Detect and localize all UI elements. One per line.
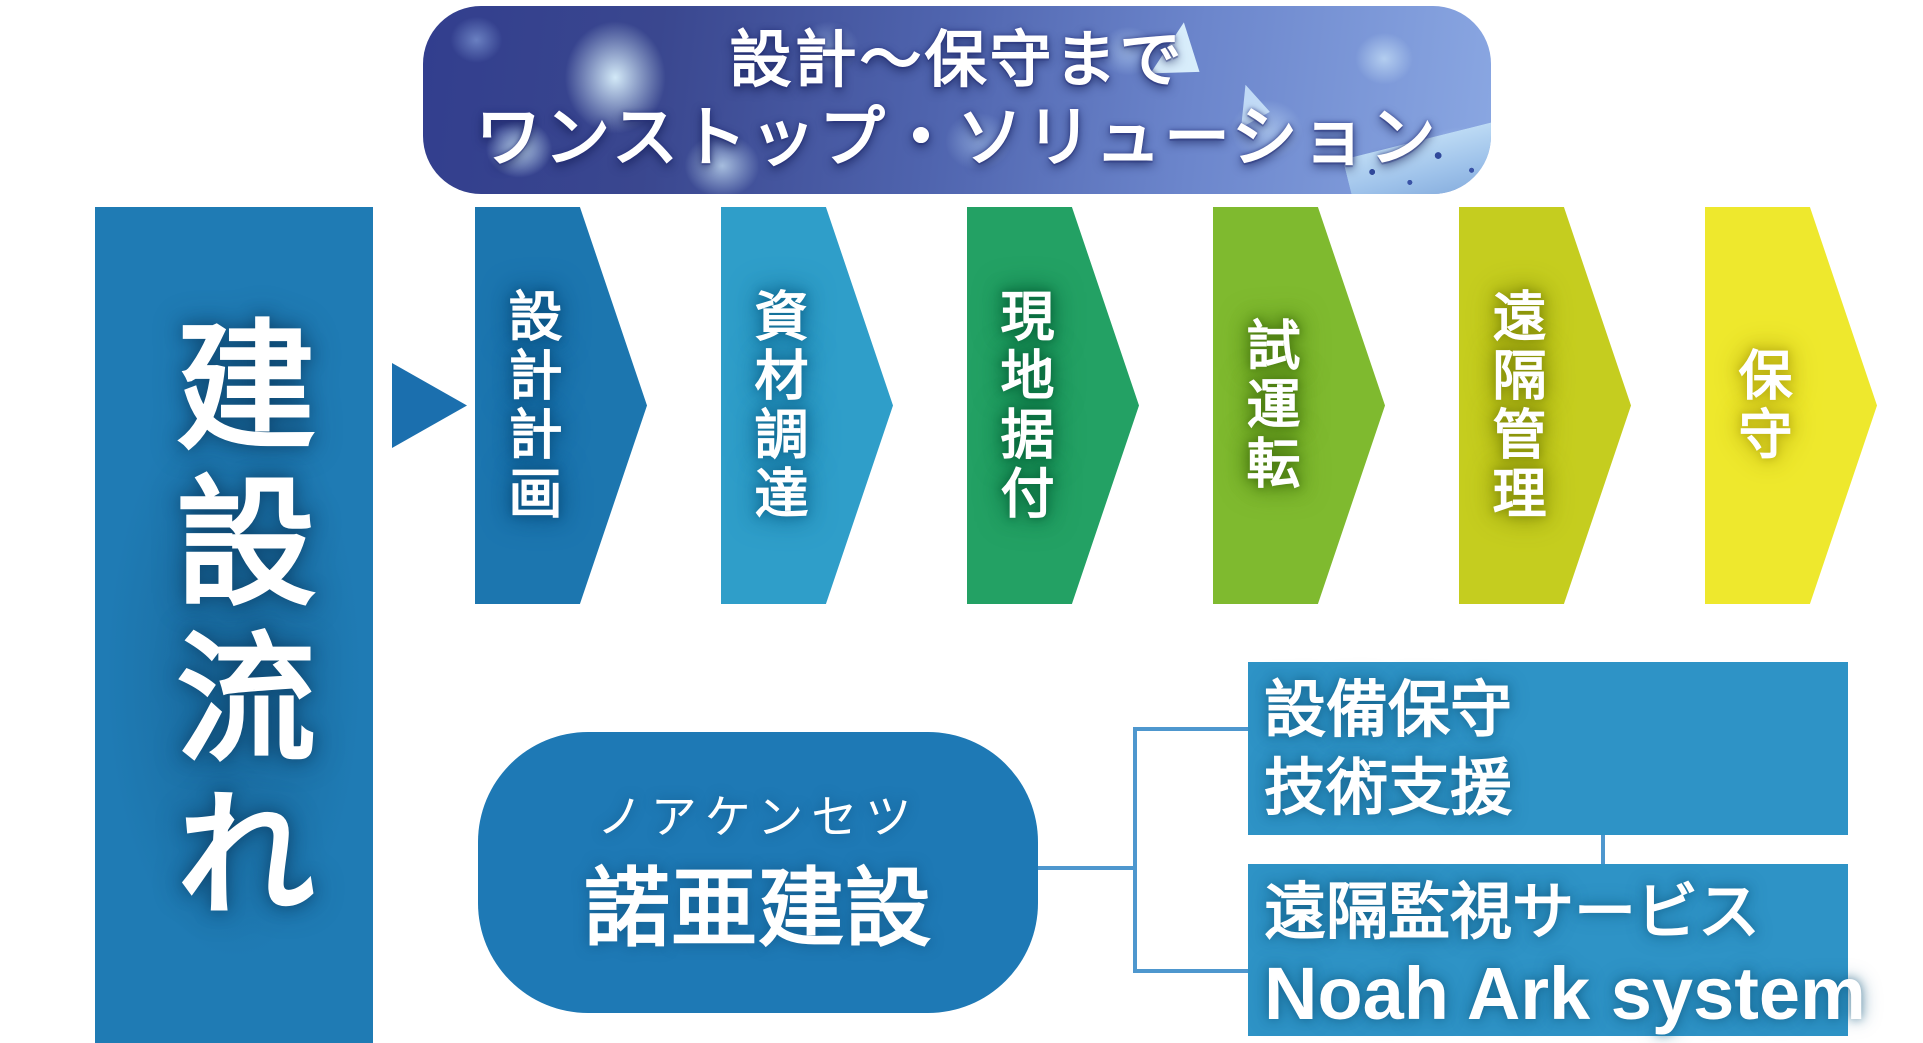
flow-step-label: 設計計画	[500, 287, 560, 524]
connector-box1-horizontal	[1133, 727, 1248, 731]
service-box-remote-line1: 遠隔監視サービス	[1264, 878, 1761, 947]
connector-between-boxes	[1601, 835, 1605, 864]
flow-step-label: 資材調達	[746, 287, 806, 524]
flow-step-label: 現地据付	[992, 287, 1052, 524]
connector-box2-horizontal	[1133, 969, 1248, 973]
service-box-maintenance-line1: 設備保守	[1264, 676, 1513, 745]
service-box-maintenance-line2: 技術支援	[1264, 754, 1513, 823]
flow-step-label: 遠隔管理	[1484, 287, 1544, 524]
service-box-remote-line2: Noah Ark system	[1264, 952, 1866, 1035]
connector-pill-horizontal	[1038, 866, 1133, 870]
company-furigana: ノアケンセツ	[596, 790, 920, 843]
flow-title-label: 建設流れ	[156, 313, 313, 937]
flow-title-bar: 建設流れ	[95, 207, 373, 1043]
company-name: 諾亜建設	[584, 860, 932, 957]
connector-vertical	[1133, 727, 1137, 973]
flow-step-6: 保守	[1705, 207, 1877, 604]
flow-step-label: 保守	[1730, 346, 1790, 465]
header-banner: 設計〜保守まで ワンストップ・ソリューション	[423, 6, 1491, 194]
service-box-remote-monitoring: 遠隔監視サービス Noah Ark system	[1248, 864, 1866, 1036]
flow-start-triangle-icon	[392, 363, 467, 448]
flow-step-label: 試運転	[1238, 317, 1298, 494]
service-box-maintenance: 設備保守 技術支援	[1248, 662, 1848, 835]
flow-step-5: 遠隔管理	[1459, 207, 1631, 604]
flow-step-1: 設計計画	[475, 207, 647, 604]
flow-step-2: 資材調達	[721, 207, 893, 604]
banner-line-2: ワンストップ・ソリューション	[475, 100, 1439, 174]
company-pill: ノアケンセツ 諾亜建設	[478, 732, 1038, 1013]
flow-step-3: 現地据付	[967, 207, 1139, 604]
flow-step-4: 試運転	[1213, 207, 1385, 604]
banner-line-1: 設計〜保守まで	[729, 26, 1185, 95]
